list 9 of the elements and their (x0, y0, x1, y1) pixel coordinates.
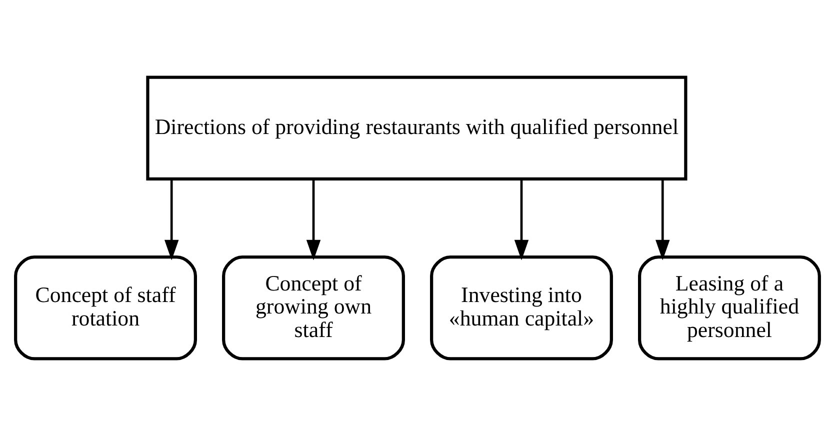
node-box: Investing into «human capital» (430, 256, 613, 360)
node-box: Directions of providing restaurants with qualified personnel (146, 76, 688, 180)
arrow (306, 179, 321, 260)
arrow (164, 179, 179, 260)
arrow (656, 179, 670, 260)
arrow (514, 179, 529, 260)
node-box: Concept of growing own staff (222, 256, 405, 360)
node-box: Concept of staff rotation (14, 256, 197, 360)
node-box: Leasing of a highly qualified personnel (638, 256, 821, 360)
